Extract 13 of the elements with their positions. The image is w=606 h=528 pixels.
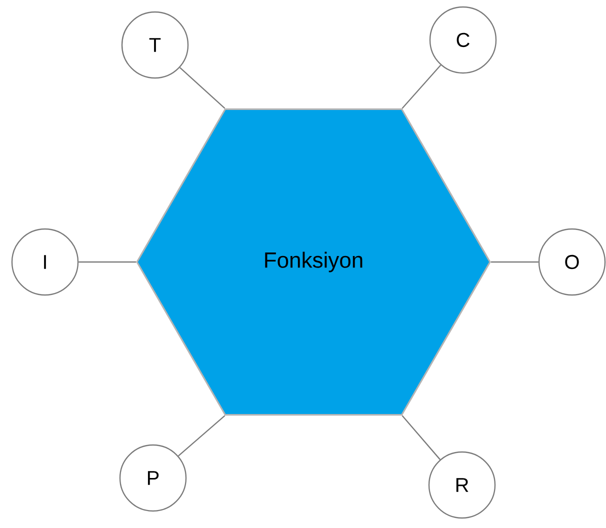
circle-node: P — [119, 444, 187, 512]
connector-line — [402, 64, 442, 109]
connector-line — [78, 261, 136, 263]
circle-node: O — [538, 228, 606, 296]
connector-line — [178, 415, 226, 456]
circle-node: I — [11, 228, 79, 296]
circle-node: C — [429, 6, 497, 74]
hexagon: Fonksiyon — [136, 108, 491, 416]
connector-line — [179, 67, 226, 109]
connector-line — [490, 261, 538, 263]
circle-node: R — [428, 451, 496, 519]
connector-line — [402, 415, 441, 460]
circle-node: T — [121, 11, 189, 79]
